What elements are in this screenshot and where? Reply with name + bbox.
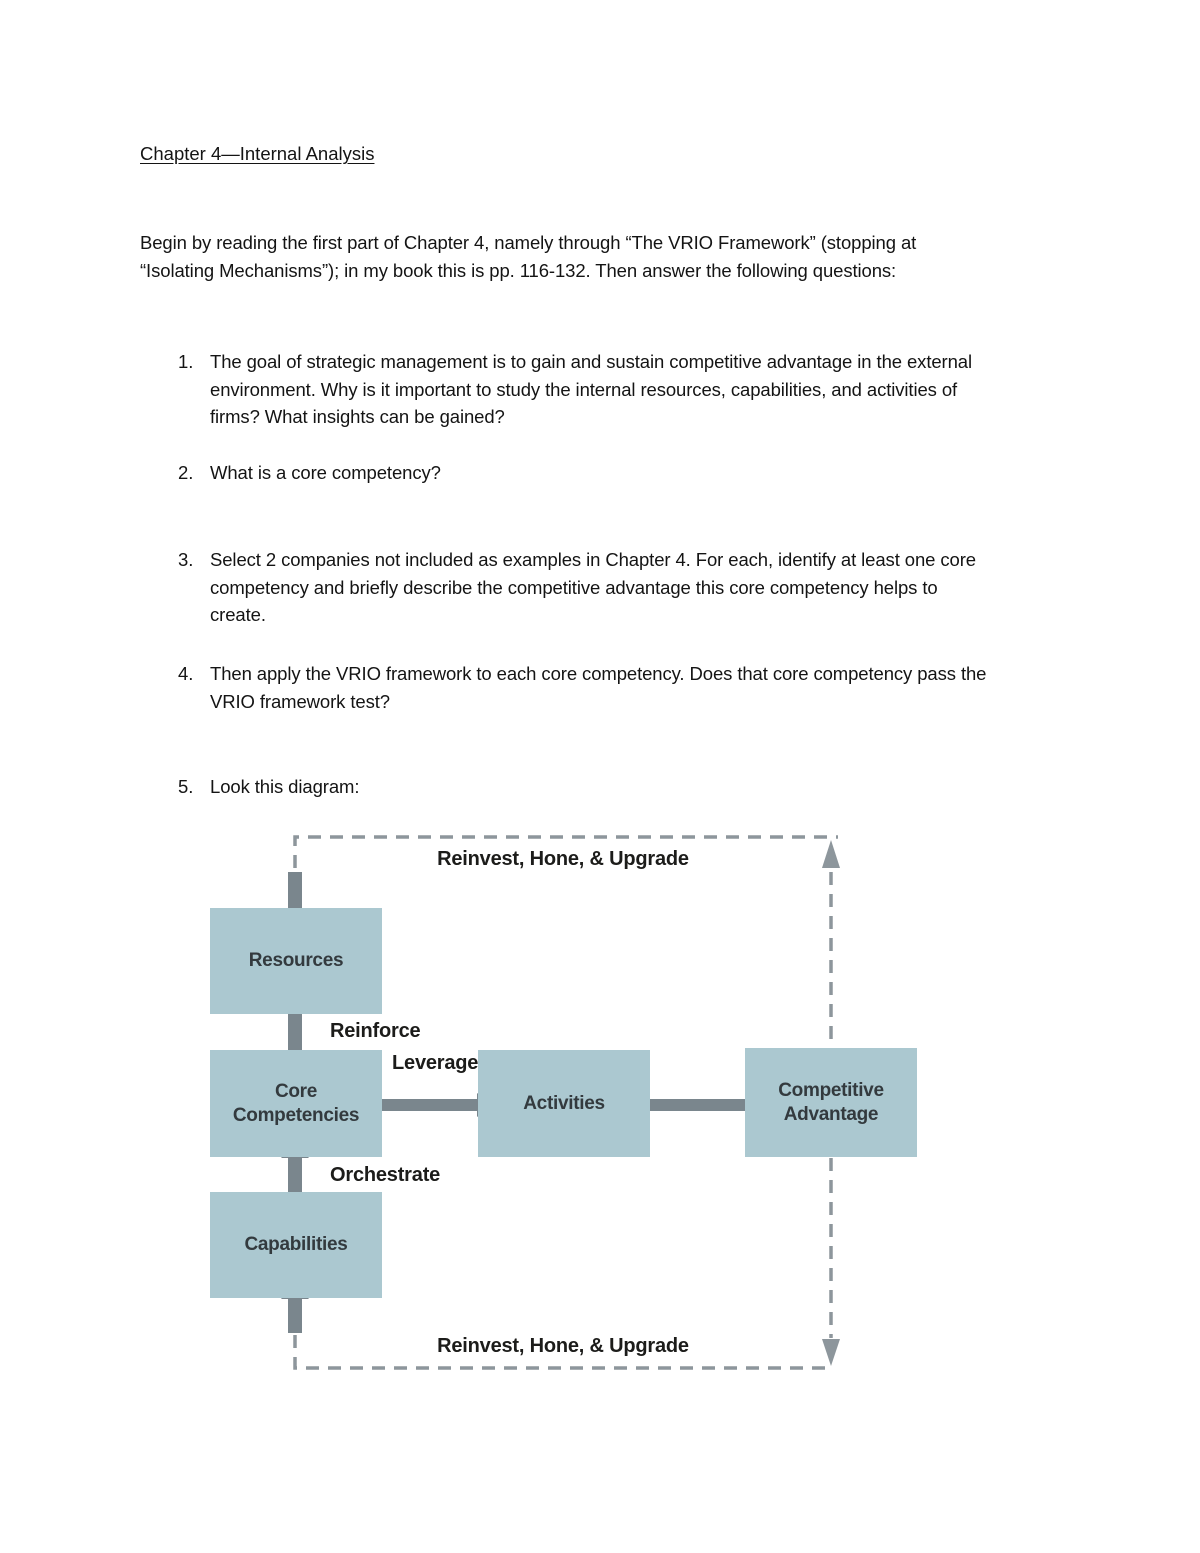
question-item-3: 3. Select 2 companies not included as ex… xyxy=(140,546,1070,629)
question-item-4: 4. Then apply the VRIO framework to each… xyxy=(140,660,1070,715)
question-item-2: 2. What is a core competency? xyxy=(140,459,1070,487)
question-text: Look this diagram: xyxy=(210,776,360,797)
label-reinforce: Reinforce xyxy=(330,1020,421,1042)
question-item-1: 1. The goal of strategic management is t… xyxy=(140,348,1070,431)
arrow-into-capabilities-icon xyxy=(281,1283,309,1333)
label-leverage: Leverage xyxy=(392,1052,479,1074)
diagram-box-capabilities: Capabilities xyxy=(210,1192,382,1298)
arrow-orchestrate-icon xyxy=(281,1143,309,1193)
question-number: 4. xyxy=(178,663,194,684)
arrow-reinforce-icon xyxy=(281,1014,309,1065)
question-text: The goal of strategic management is to g… xyxy=(210,351,973,427)
feedback-up-arrowhead-icon xyxy=(822,840,840,868)
feedback-top-dashed-line xyxy=(293,835,838,868)
question-number: 3. xyxy=(178,549,194,570)
label-orchestrate: Orchestrate xyxy=(330,1164,441,1186)
question-number: 1. xyxy=(178,351,194,372)
arrow-into-resources-icon xyxy=(281,872,309,924)
arrow-activities-to-advantage-icon xyxy=(650,1093,762,1117)
feedback-bottom-dashed-line xyxy=(293,1335,831,1370)
question-text: What is a core competency? xyxy=(210,462,441,483)
question-item-5: 5. Look this diagram: xyxy=(140,773,1070,801)
label-reinvest-hone-upgrade-top: Reinvest, Hone, & Upgrade xyxy=(437,848,689,870)
label-reinvest-hone-upgrade-bottom: Reinvest, Hone, & Upgrade xyxy=(437,1335,689,1357)
arrow-leverage-icon xyxy=(382,1093,493,1117)
intro-paragraph: Begin by reading the first part of Chapt… xyxy=(140,232,917,281)
question-number: 5. xyxy=(178,776,194,797)
question-text: Then apply the VRIO framework to each co… xyxy=(210,663,987,712)
question-text: Select 2 companies not included as examp… xyxy=(210,549,976,625)
diagram-box-core-competencies: Core Competencies xyxy=(210,1050,382,1157)
question-number: 2. xyxy=(178,462,194,483)
feedback-down-arrowhead-icon xyxy=(822,1339,840,1366)
diagram-box-activities: Activities xyxy=(478,1050,650,1157)
diagram-box-competitive-advantage: Competitive Advantage xyxy=(745,1048,917,1157)
diagram-box-resources: Resources xyxy=(210,908,382,1014)
page-title: Chapter 4—Internal Analysis xyxy=(140,143,375,164)
